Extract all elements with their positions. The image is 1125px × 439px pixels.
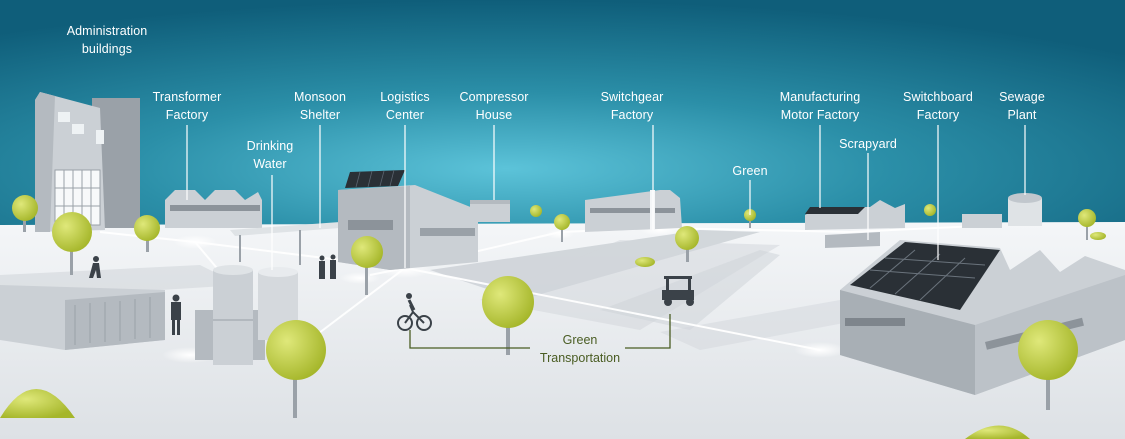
network-nodes	[162, 224, 846, 363]
label-green-transportation: Green Transportation	[539, 333, 621, 365]
label-scrapyard: Scrapyard	[839, 137, 897, 151]
monsoon-shelter	[230, 222, 340, 265]
tree	[52, 212, 92, 275]
sewage-plant	[962, 193, 1042, 228]
trees	[0, 195, 1106, 439]
label-drinking-water: Drinking Water	[246, 139, 294, 171]
electric-cart	[662, 276, 694, 306]
manufacturing-motor-factory	[805, 200, 905, 248]
tree	[675, 226, 699, 262]
label-manufacturing-motor-factory: Manufacturing Motor Factory	[779, 90, 861, 122]
label-sewage-plant: Sewage Plant	[999, 90, 1045, 122]
label-leaders	[186, 125, 1026, 270]
transformer-factory	[165, 190, 262, 228]
person	[171, 294, 181, 335]
person	[330, 254, 336, 279]
label-monsoon-shelter: Monsoon Shelter	[293, 90, 347, 122]
label-transformer-factory: Transformer Factory	[152, 90, 222, 122]
label-switchgear-factory: Switchgear Factory	[600, 90, 664, 122]
tree	[482, 276, 534, 355]
drinking-water-tanks	[195, 265, 298, 365]
bush	[965, 425, 1030, 439]
tree	[134, 215, 160, 252]
label-green: Green	[732, 164, 768, 178]
tree	[1078, 209, 1096, 240]
bush	[1090, 232, 1106, 240]
bush	[635, 257, 655, 267]
storage-shed	[0, 285, 165, 350]
cyclist	[397, 293, 432, 331]
person	[319, 255, 325, 279]
green-transport-bracket	[409, 314, 671, 349]
label-compressor-house: Compressor House	[459, 90, 529, 122]
label-switchboard-factory: Switchboard Factory	[903, 90, 973, 122]
label-logistics-center: Logistics Center	[380, 90, 430, 122]
label-administration-buildings: Administration buildings	[66, 24, 148, 56]
tree	[1018, 320, 1078, 410]
tree	[924, 204, 936, 216]
tree	[266, 320, 326, 418]
bush	[0, 389, 75, 418]
tree	[12, 195, 38, 232]
tree	[554, 214, 570, 242]
person-walking	[89, 256, 101, 278]
tree	[530, 205, 542, 217]
people	[89, 254, 336, 335]
tree	[351, 236, 383, 295]
administration-buildings	[35, 92, 140, 232]
compressor-house	[470, 200, 510, 222]
